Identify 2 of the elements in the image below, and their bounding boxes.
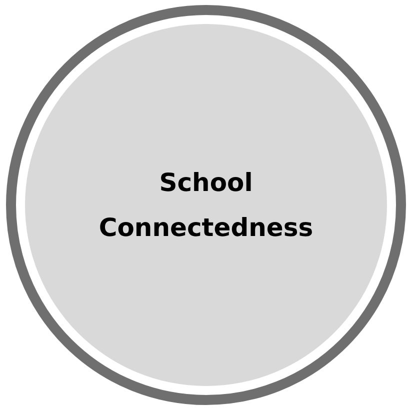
circle-node xyxy=(6,5,406,405)
node-label: School Connectedness xyxy=(98,167,314,244)
